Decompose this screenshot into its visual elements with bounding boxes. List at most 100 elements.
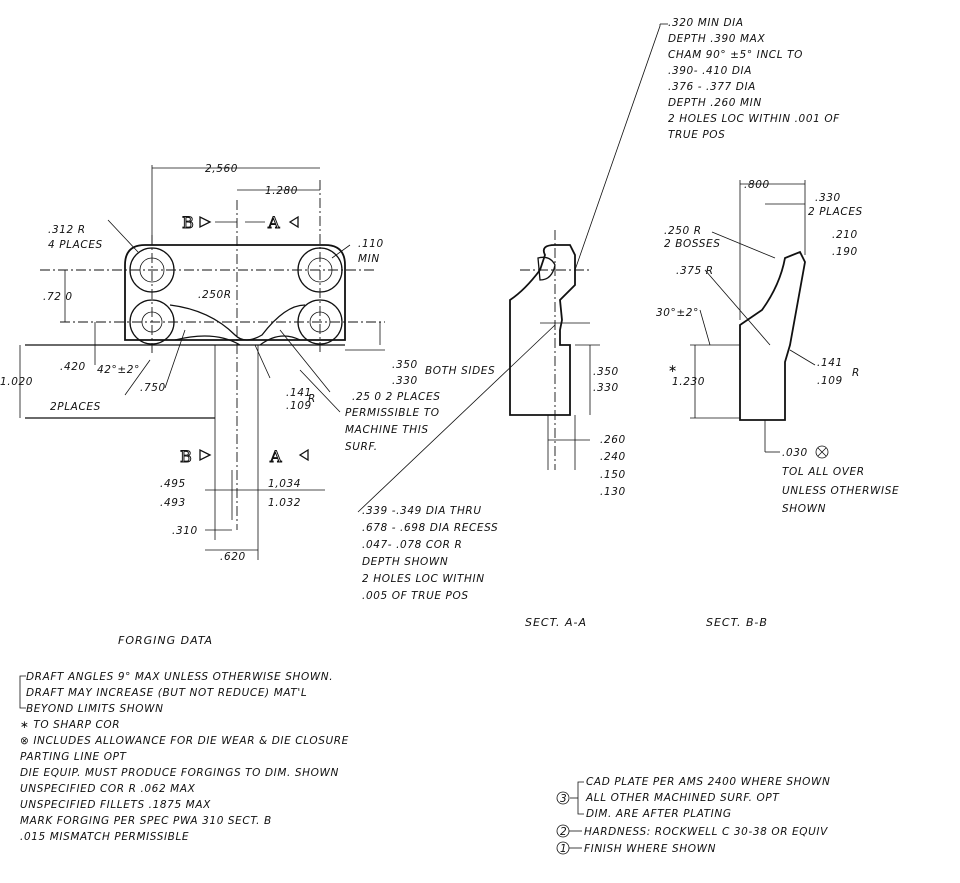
dim-250-2places: .25 0 2 PLACES (352, 391, 440, 403)
places-2-main: 2PLACES (50, 401, 101, 413)
sect-bb-places-2: 2 PLACES (808, 206, 863, 218)
hole-note: .320 MIN DIA DEPTH .390 MAX CHAM 90° ±5°… (574, 17, 840, 271)
forging-note-line: MARK FORGING PER SPEC PWA 310 SECT. B (20, 815, 272, 827)
dim-750: .750 (140, 382, 166, 394)
finish-note-finish: FINISH WHERE SHOWN (584, 843, 716, 855)
forging-note-line: DRAFT ANGLES 9° MAX UNLESS OTHERWISE SHO… (26, 671, 333, 683)
dim-495: .495 (160, 478, 186, 490)
dim-330: .330 (392, 375, 418, 387)
sect-bb-dim-330: .330 (815, 192, 841, 204)
sect-aa-dim-130: .130 (600, 486, 626, 498)
finish-note-line: ALL OTHER MACHINED SURF. OPT (585, 792, 780, 804)
forging-note-line: UNSPECIFIED COR R .062 MAX (20, 783, 196, 795)
sect-bb-dim-800: .800 (744, 179, 770, 191)
dim-720: .72 0 (43, 291, 73, 303)
min-label: MIN (358, 253, 380, 265)
section-label-a-top: A (267, 213, 280, 232)
sect-aa-dim-330: .330 (593, 382, 619, 394)
radius-312: .312 R (48, 224, 86, 236)
hole-note-line: CHAM 90° ±5° INCL TO (668, 49, 803, 61)
thru-note-line: DEPTH SHOWN (362, 556, 448, 568)
forging-note-line: DRAFT MAY INCREASE (BUT NOT REDUCE) MAT'… (26, 687, 307, 699)
sect-bb-dim-030: .030 (782, 447, 808, 459)
sect-bb-title: SECT. B-B (706, 616, 768, 629)
forging-data-notes: FORGING DATA DRAFT ANGLES 9° MAX UNLESS … (19, 634, 349, 843)
thru-note-line: .339 -.349 DIA THRU (362, 505, 482, 517)
section-bb-hatched-profile (739, 250, 806, 421)
both-sides: BOTH SIDES (425, 365, 495, 377)
dim-1280: 1.280 (265, 185, 298, 197)
sect-bb-r250: .250 R (664, 225, 702, 237)
thru-note-line: .678 - .698 DIA RECESS (362, 522, 498, 534)
sect-aa-dim-240: .240 (600, 451, 626, 463)
hole-note-line: TRUE POS (668, 129, 725, 141)
forging-data-title: FORGING DATA (118, 634, 213, 647)
section-label-b-bottom: B (180, 447, 192, 466)
note-3-circle: 3 (556, 791, 570, 805)
hole-note-line: 2 HOLES LOC WITHIN .001 OF (668, 113, 840, 125)
main-plan-view: 2,560 1.280 B A .312 R 4 PLACES .110 MIN… (0, 163, 495, 563)
arm-curve (169, 304, 306, 341)
radius-109-main: .109 (286, 400, 312, 412)
hole-note-line: .376 - .377 DIA (668, 81, 756, 93)
sect-aa-dim-350: .350 (593, 366, 619, 378)
finish-notes: 3 CAD PLATE PER AMS 2400 WHERE SHOWN ALL… (556, 776, 830, 855)
section-b-b-view: .800 .330 2 PLACES .210 .190 .250 R 2 BO… (656, 179, 899, 629)
dim-110: .110 (358, 238, 384, 250)
sect-bb-bosses: 2 BOSSES (664, 238, 721, 250)
dim-1020: 1.020 (0, 376, 33, 388)
radius-250-main: .250R (198, 289, 232, 301)
thru-note-line: .005 OF TRUE POS (362, 590, 469, 602)
sect-bb-tol-3: SHOWN (782, 503, 826, 515)
finish-note-line: CAD PLATE PER AMS 2400 WHERE SHOWN (586, 776, 830, 788)
dim-1034: 1,034 (268, 478, 301, 490)
hole-note-line: .320 MIN DIA (668, 17, 744, 29)
sect-aa-dim-260: .260 (600, 434, 626, 446)
thru-note-line: .047- .078 COR R (362, 539, 462, 551)
hole-note-line: DEPTH .390 MAX (668, 33, 765, 45)
note-3-number: 3 (560, 793, 567, 805)
sect-bb-star: ∗ (668, 362, 678, 375)
permissible-line-2: MACHINE THIS (345, 424, 429, 436)
finish-note-line: DIM. ARE AFTER PLATING (586, 808, 732, 820)
note-2-number: 2 (560, 826, 567, 838)
permissible-line-3: SURF. (345, 441, 378, 453)
forging-note-line: UNSPECIFIED FILLETS .1875 MAX (20, 799, 211, 811)
sect-aa-title: SECT. A-A (525, 616, 587, 629)
sect-bb-tol-1: TOL ALL OVER (782, 466, 865, 478)
thru-note-line: 2 HOLES LOC WITHIN (362, 573, 485, 585)
forging-note-line: ⊗ INCLUDES ALLOWANCE FOR DIE WEAR & DIE … (20, 735, 349, 747)
dim-493: .493 (160, 497, 186, 509)
angle-42: 42°±2° (97, 364, 140, 376)
forging-note-line: DIE EQUIP. MUST PRODUCE FORGINGS TO DIM.… (20, 767, 339, 779)
forging-note-line: ∗ TO SHARP COR (20, 719, 120, 731)
note-2-circle: 2 (556, 824, 570, 838)
circled-x-icon (815, 445, 829, 459)
dim-620: .620 (220, 551, 246, 563)
sect-bb-tol-2: UNLESS OTHERWISE (782, 485, 899, 497)
radius-r-main: R (308, 393, 316, 405)
section-aa-profile (509, 244, 576, 416)
note-1-circle: 1 (556, 841, 570, 855)
sect-bb-angle-30: 30°±2° (656, 307, 699, 319)
sect-bb-r375: .375 R (676, 265, 714, 277)
sect-bb-r109: .109 (817, 375, 843, 387)
radius-141-main: .141 (286, 387, 312, 399)
permissible-line-1: PERMISSIBLE TO (345, 407, 440, 419)
sect-bb-dim-190: .190 (832, 246, 858, 258)
hole-note-line: DEPTH .260 MIN (668, 97, 762, 109)
dim-2560: 2,560 (205, 163, 238, 175)
part-outline (124, 244, 346, 341)
sect-bb-dim-1230: 1.230 (672, 376, 705, 388)
forging-note-line: BEYOND LIMITS SHOWN (26, 703, 164, 715)
hole-note-line: .390- .410 DIA (668, 65, 752, 77)
dim-350: .350 (392, 359, 418, 371)
forging-note-line: .015 MISMATCH PERMISSIBLE (20, 831, 189, 843)
places-4: 4 PLACES (48, 239, 103, 251)
dim-420: .420 (60, 361, 86, 373)
sect-bb-r-letter: R (852, 367, 860, 379)
sect-bb-r141: .141 (817, 357, 843, 369)
note-1-number: 1 (560, 843, 567, 855)
